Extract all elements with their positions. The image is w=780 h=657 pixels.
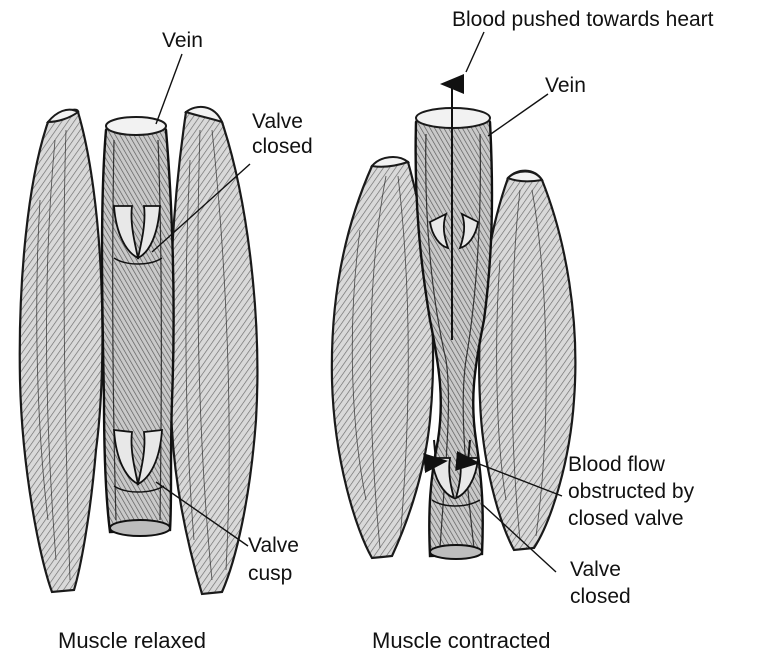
valve-closed-left-label-line1: Valve — [252, 110, 303, 133]
valve-closed-right-label-line2: closed — [570, 585, 631, 608]
blood-pushed-label: Blood pushed towards heart — [452, 8, 714, 31]
blood-pushed-leader — [466, 32, 484, 72]
blood-flow-label-line1: Blood flow — [568, 453, 666, 476]
vein-right-label: Vein — [545, 74, 586, 97]
valve-closed-right-label-line1: Valve — [570, 558, 621, 581]
relaxed-panel: Vein Valve closed Valve cusp Muscle rela… — [20, 29, 313, 653]
caption-muscle-relaxed: Muscle relaxed — [58, 628, 206, 653]
relaxed-left-muscle — [20, 110, 103, 592]
caption-muscle-contracted: Muscle contracted — [372, 628, 551, 653]
vein-left-label: Vein — [162, 29, 203, 52]
contracted-panel: Blood pushed towards heart Vein Blood fl… — [332, 8, 714, 653]
vein-left-leader — [156, 54, 182, 124]
relaxed-vein — [102, 117, 174, 536]
blood-flow-label-line3: closed valve — [568, 507, 684, 530]
valve-cusp-label-line2: cusp — [248, 562, 292, 585]
blood-flow-label-line2: obstructed by — [568, 480, 695, 503]
valve-cusp-label-line1: Valve — [248, 534, 299, 557]
valve-closed-left-label-line2: closed — [252, 135, 313, 158]
relaxed-right-muscle — [169, 107, 257, 594]
vein-right-leader — [488, 94, 548, 136]
contracted-right-muscle — [479, 171, 575, 550]
